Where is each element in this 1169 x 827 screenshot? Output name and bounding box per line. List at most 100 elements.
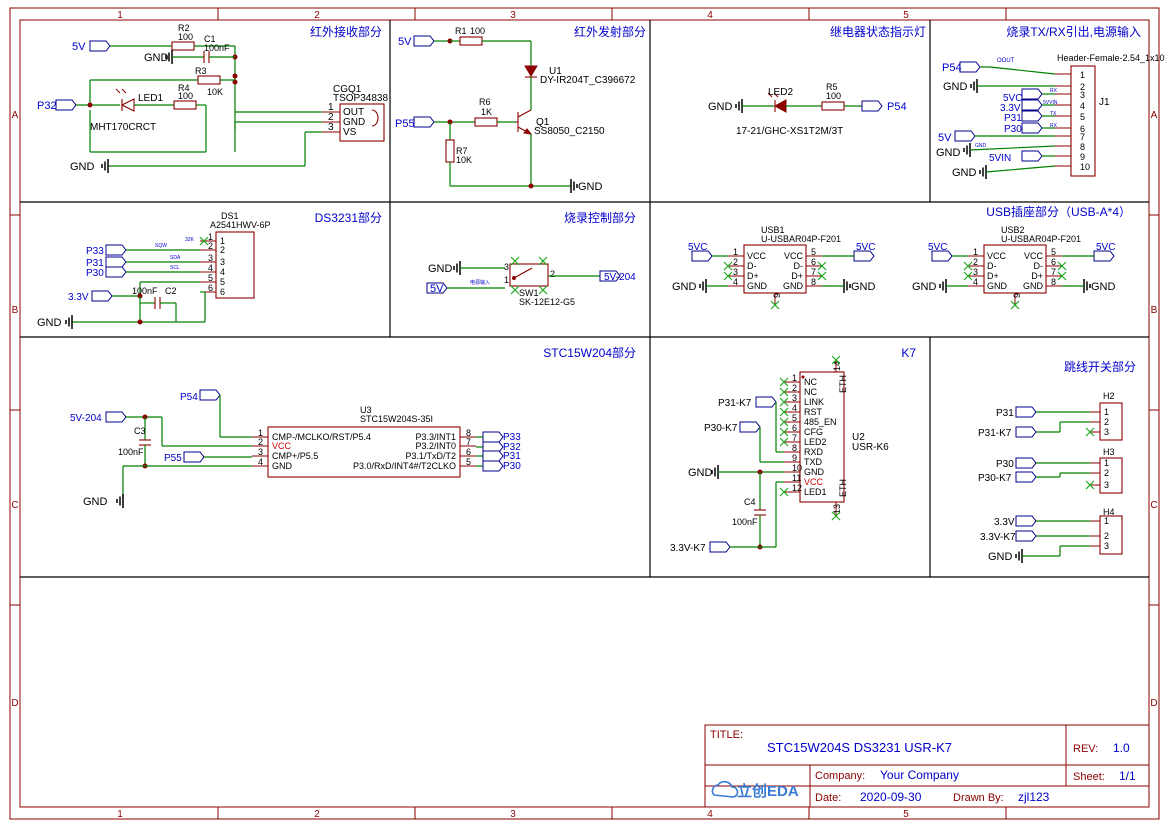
usb2-net-5vc-right: 5VC	[1096, 242, 1115, 253]
r4-ref: R4	[178, 83, 190, 93]
ds1-pin-2-num: 2	[208, 241, 213, 251]
sheet-label: Sheet:	[1073, 771, 1105, 783]
gnd-label-ds: GND	[37, 317, 62, 329]
net-port-5v204-sw	[599, 270, 621, 282]
small-label-32k: 32K	[185, 237, 195, 243]
j1-pin-5-num: 5	[1080, 112, 1085, 122]
section-title-burn: 烧录控制部分	[564, 210, 636, 225]
u2-pin-6-num: 6	[792, 423, 797, 433]
net-port-5v-sw	[426, 282, 448, 294]
h2-pin-2-num: 2	[1104, 417, 1109, 427]
led1-ref: LED1	[138, 93, 163, 104]
net-port-p31-ds	[105, 256, 127, 268]
net-label-p30k7-u2: P30-K7	[704, 423, 738, 434]
drawn-by-value: zjl123	[1018, 790, 1050, 804]
q1-value: SS8050_C2150	[534, 126, 605, 137]
company-label: Company:	[815, 770, 865, 782]
net-label-33v-h4: 3.3V	[994, 517, 1015, 528]
gnd-label-h4: GND	[988, 551, 1013, 563]
cgq1-ref: CGQ1	[333, 84, 362, 95]
ds1-pin-3-num: 3	[208, 253, 213, 263]
resistor-r2	[171, 41, 195, 51]
net-label-p54-led: P54	[887, 101, 907, 113]
u3-right-num-1: 8	[466, 428, 471, 438]
c1-ref: C1	[204, 34, 216, 44]
sw1-ref: SW1	[519, 288, 539, 298]
u2-ref: U2	[852, 432, 865, 443]
usb1-left-pin-4: GND	[747, 281, 768, 291]
gnd-label-j1-8: GND	[936, 147, 961, 159]
net-label-p31-mcu: P31	[503, 451, 521, 462]
net-port-5vin-j1	[1021, 150, 1043, 162]
u2-pin-10-num: 10	[792, 463, 802, 473]
u2-pin-6-label: CFG	[804, 427, 823, 437]
net-label-p33-mcu: P33	[503, 432, 521, 443]
usb1-port-5vc-left	[691, 250, 713, 262]
net-port-p32	[55, 99, 77, 111]
c3-ref: C3	[134, 426, 146, 436]
usb2-right-pin-1: VCC	[1024, 251, 1044, 261]
net-port-33v-ds	[91, 290, 113, 302]
r3-value: 10K	[207, 87, 223, 97]
usb2-left-pin-1: VCC	[987, 251, 1007, 261]
net-label-p33-ds: P33	[86, 246, 104, 257]
u2-pin-10-label: GND	[804, 467, 825, 477]
small-label-gnd: GND	[975, 143, 987, 149]
section-borders	[20, 20, 1149, 578]
u3-left-pin-2: VCC	[272, 441, 292, 451]
net-label-5v: 5V	[72, 41, 86, 53]
net-label-5v204-sw: 5V-204	[604, 272, 636, 283]
resistor-r4	[173, 100, 197, 110]
usb1-left-num-2: 2	[733, 257, 738, 267]
u2-pin-9-label: TXD	[804, 457, 823, 467]
resistor-r1	[459, 36, 483, 46]
rev-value: 1.0	[1113, 741, 1130, 755]
u3-left-num-1: 1	[258, 428, 263, 438]
c4-ref: C4	[744, 497, 756, 507]
net-label-33vk7-u2: 3.3V-K7	[670, 543, 706, 554]
header-j1	[1070, 65, 1096, 177]
u1-value: DY-IR204T_C396672	[540, 75, 636, 86]
r7-ref: R7	[456, 146, 468, 156]
net-port-p32-mcu	[482, 441, 504, 453]
gnd-label-j1-2: GND	[943, 81, 968, 93]
c4-value: 100nF	[732, 517, 758, 527]
net-port-p30k7-h3	[1015, 471, 1037, 483]
u3-value: STC15W204S-35I	[360, 414, 433, 424]
usb2-right-pin-2: D-	[1034, 261, 1044, 271]
usb1-port-5vc-right	[853, 250, 875, 262]
net-label-p54-mcu: P54	[180, 392, 198, 403]
gnd-label-q1: GND	[578, 181, 603, 193]
net-label-p30k7-h3: P30-K7	[978, 473, 1012, 484]
gnd-label-led2: GND	[708, 101, 733, 113]
gnd-label-u2: GND	[688, 467, 713, 479]
gnd-label-c1: GND	[144, 52, 169, 64]
u3-right-pin-2: P3.2/INT0	[415, 441, 456, 451]
u2-pin-5-num: 5	[792, 413, 797, 423]
u2-pin-7-label: LED2	[804, 437, 827, 447]
small-label-sqw: SQW	[155, 243, 167, 249]
net-port-p31k7-u2	[755, 396, 777, 408]
net-port-p30-h3	[1015, 457, 1037, 469]
c3-value: 100nF	[118, 447, 144, 457]
usb1-left-num-1: 1	[733, 247, 738, 257]
net-port-33vk7-h4	[1015, 530, 1037, 542]
led1	[120, 98, 135, 112]
net-label-5v-j1: 5V	[938, 132, 952, 144]
led2-ref: LED2	[768, 87, 793, 98]
section-title-k7: K7	[901, 346, 916, 360]
net-port-p54-led	[861, 100, 883, 112]
ds1-pin-6-num: 6	[208, 283, 213, 293]
usb1-right-pin-3: D+	[791, 271, 803, 281]
section-title-ir-rx: 红外接收部分	[310, 24, 382, 39]
ruler-row-d-right: D	[1150, 698, 1157, 709]
u2-pin-11-num: 11	[792, 473, 801, 483]
small-label-scl: SCL	[170, 265, 180, 271]
ds1-pin-4-num: 4	[208, 263, 213, 273]
